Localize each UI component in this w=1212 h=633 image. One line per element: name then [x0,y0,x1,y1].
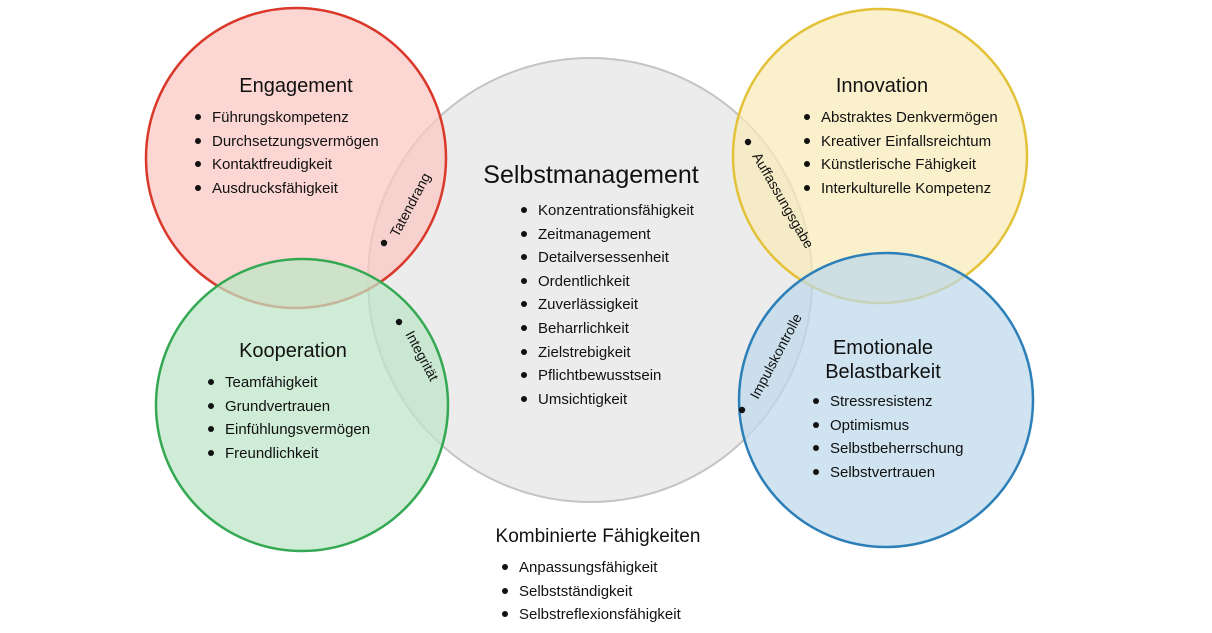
list-item: Zeitmanagement [521,223,694,247]
emotionale-title: Emotionale Belastbarkeit [783,336,983,384]
list-item: Einfühlungsvermögen [208,418,370,442]
list-item: Zielstrebigkeit [521,341,694,365]
list-item: Kreativer Einfallsreichtum [804,130,998,154]
list-item: Ordentlichkeit [521,270,694,294]
combined-list: Anpassungsfähigkeit Selbstständigkeit Se… [502,556,681,627]
list-item: Selbstreflexionsfähigkeit [502,603,681,627]
list-item: Teamfähigkeit [208,371,370,395]
list-item: Detailversessenheit [521,246,694,270]
emotionale-title-line2: Belastbarkeit [825,361,941,383]
engagement-list: Führungskompetenz Durchsetzungsvermögen … [195,106,379,200]
innovation-list: Abstraktes Denkvermögen Kreativer Einfal… [804,106,998,200]
list-item: Anpassungsfähigkeit [502,556,681,580]
list-item: Freundlichkeit [208,442,370,466]
list-item: Selbstbeherrschung [813,437,963,461]
list-item: Selbstvertrauen [813,461,963,485]
list-item: Beharrlichkeit [521,317,694,341]
list-item: Zuverlässigkeit [521,293,694,317]
kooperation-list: Teamfähigkeit Grundvertrauen Einfühlungs… [208,371,370,465]
overlap-bullet [395,318,403,326]
emotionale-title-line1: Emotionale [832,337,934,359]
list-item: Selbstständigkeit [502,580,681,604]
innovation-title: Innovation [835,75,929,97]
selbstmanagement-list: Konzentrationsfähigkeit Zeitmanagement D… [521,199,694,411]
list-item: Führungskompetenz [195,106,379,130]
overlap-bullet [380,239,388,247]
list-item: Grundvertrauen [208,395,370,419]
emotionale-list: Stressresistenz Optimismus Selbstbeherrs… [813,390,963,484]
selbstmanagement-title: Selbstmanagement [483,161,699,189]
combined-title: Kombinierte Fähigkeiten [495,526,701,547]
list-item: Konzentrationsfähigkeit [521,199,694,223]
overlap-bullet [738,406,746,414]
engagement-title: Engagement [239,75,353,97]
list-item: Künstlerische Fähigkeit [804,153,998,177]
list-item: Optimismus [813,414,963,438]
list-item: Abstraktes Denkvermögen [804,106,998,130]
circle-kooperation [154,257,450,553]
list-item: Durchsetzungsvermögen [195,130,379,154]
overlap-bullet [744,138,752,146]
list-item: Kontaktfreudigkeit [195,153,379,177]
list-item: Ausdrucksfähigkeit [195,177,379,201]
list-item: Pflichtbewusstsein [521,364,694,388]
list-item: Umsichtigkeit [521,388,694,412]
kooperation-title: Kooperation [239,340,347,362]
list-item: Interkulturelle Kompetenz [804,177,998,201]
list-item: Stressresistenz [813,390,963,414]
circle-emotionale [737,251,1035,549]
